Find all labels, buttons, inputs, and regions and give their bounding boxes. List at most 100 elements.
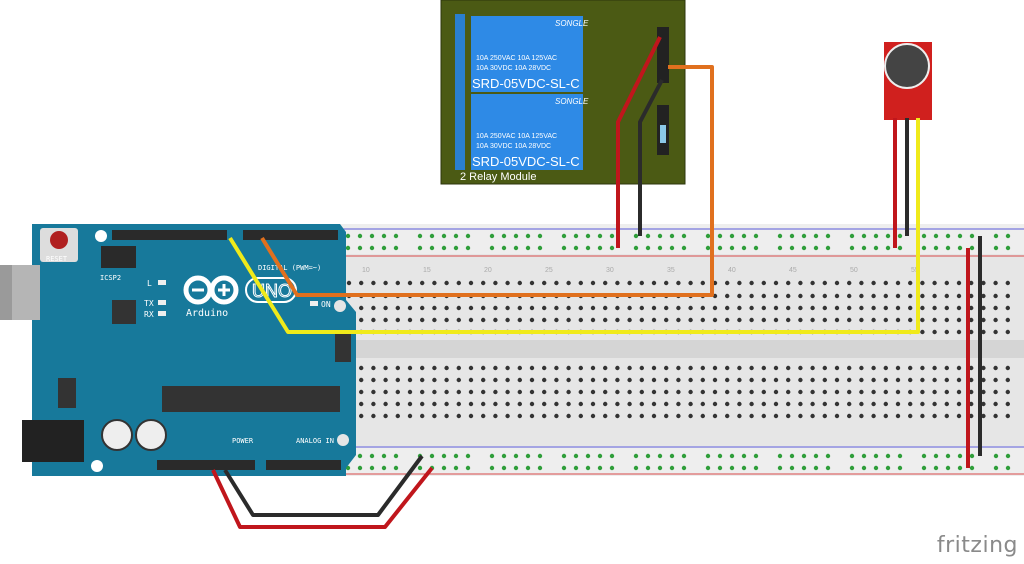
breadboard-hole bbox=[505, 365, 510, 371]
breadboard-hole bbox=[969, 413, 974, 419]
wires bbox=[211, 36, 982, 529]
reset-label: RESET bbox=[46, 255, 68, 263]
rail-hole bbox=[453, 465, 459, 471]
breadboard-hole bbox=[639, 280, 644, 286]
breadboard-hole bbox=[664, 280, 669, 286]
rail-hole bbox=[729, 453, 735, 459]
breadboard-hole bbox=[944, 293, 949, 299]
breadboard-hole bbox=[822, 317, 827, 323]
breadboard-hole bbox=[639, 317, 644, 323]
breadboard-hole bbox=[566, 365, 571, 371]
wire-5v-arduino[interactable] bbox=[211, 466, 434, 529]
breadboard-hole bbox=[847, 305, 852, 311]
breadboard-hole bbox=[395, 401, 400, 407]
breadboard-hole bbox=[932, 377, 937, 383]
breadboard-hole bbox=[627, 317, 632, 323]
breadboard-hole bbox=[505, 377, 510, 383]
rail-hole bbox=[393, 233, 399, 239]
rail-hole bbox=[633, 465, 639, 471]
rail-hole bbox=[825, 465, 831, 471]
breadboard-hole bbox=[651, 317, 657, 323]
breadboard-hole bbox=[834, 389, 840, 395]
breadboard-hole bbox=[920, 377, 925, 383]
breadboard-hole bbox=[493, 377, 498, 383]
rail-hole bbox=[597, 453, 603, 459]
rail-hole bbox=[369, 453, 375, 459]
relay-k2-rating2: 10A 30VDC 10A 28VDC bbox=[476, 65, 551, 72]
breadboard-hole bbox=[371, 401, 376, 407]
breadboard-hole bbox=[847, 293, 852, 299]
rail-hole bbox=[585, 453, 591, 459]
breadboard-hole bbox=[883, 293, 888, 299]
breadboard-hole bbox=[908, 305, 913, 311]
rail-hole bbox=[777, 233, 783, 239]
breadboard-hole bbox=[359, 317, 364, 323]
rail-hole bbox=[609, 465, 615, 471]
breadboard-hole bbox=[737, 413, 742, 419]
breadboard-hole bbox=[688, 317, 693, 323]
column-number: 45 bbox=[789, 267, 797, 274]
breadboard-hole bbox=[590, 280, 596, 286]
breadboard-hole bbox=[432, 413, 437, 419]
breadboard-hole bbox=[834, 280, 840, 286]
breadboard-hole bbox=[468, 401, 474, 407]
breadboard-hole bbox=[432, 280, 437, 286]
breadboard-hole bbox=[969, 365, 974, 371]
breadboard-hole bbox=[566, 401, 571, 407]
wire-gnd-arduino[interactable] bbox=[223, 454, 424, 517]
breadboard-hole bbox=[871, 280, 876, 286]
breadboard-hole bbox=[761, 401, 766, 407]
breadboard-hole bbox=[847, 413, 852, 419]
breadboard-hole bbox=[420, 401, 425, 407]
wire-relay-signal[interactable] bbox=[260, 65, 714, 297]
wire-relay-vcc[interactable] bbox=[616, 36, 662, 248]
wire-sensor-signal[interactable] bbox=[228, 118, 920, 334]
breadboard-hole bbox=[664, 389, 669, 395]
breadboard-hole bbox=[1005, 293, 1010, 299]
rail-hole bbox=[849, 465, 855, 471]
breadboard-hole bbox=[773, 305, 779, 311]
breadboard-hole bbox=[993, 317, 998, 323]
breadboard-hole bbox=[383, 401, 388, 407]
breadboard-hole bbox=[578, 377, 583, 383]
breadboard-hole bbox=[822, 365, 827, 371]
rail-hole bbox=[585, 233, 591, 239]
breadboard-hole bbox=[895, 401, 901, 407]
breadboard-hole bbox=[420, 365, 425, 371]
breadboard-hole bbox=[639, 305, 644, 311]
relay-k1 bbox=[471, 94, 583, 170]
rail-hole bbox=[513, 233, 519, 239]
rail-hole bbox=[789, 233, 795, 239]
rail-hole bbox=[849, 233, 855, 239]
breadboard-hole bbox=[468, 413, 474, 419]
breadboard-hole bbox=[371, 413, 376, 419]
breadboard-hole bbox=[798, 389, 803, 395]
breadboard-hole bbox=[359, 389, 364, 395]
breadboard-hole bbox=[871, 317, 876, 323]
rail-hole bbox=[441, 465, 447, 471]
breadboard-hole bbox=[969, 377, 974, 383]
voltage-regulator bbox=[58, 378, 76, 408]
rail-hole bbox=[813, 465, 819, 471]
breadboard-hole bbox=[627, 389, 632, 395]
breadboard-hole bbox=[920, 365, 925, 371]
rail-hole bbox=[789, 453, 795, 459]
rail-hole bbox=[417, 233, 423, 239]
center-channel bbox=[330, 340, 1024, 358]
wire-relay-gnd[interactable] bbox=[638, 79, 664, 236]
capacitor-1 bbox=[101, 419, 133, 451]
breadboard-hole bbox=[505, 413, 510, 419]
rail-hole bbox=[957, 233, 963, 239]
breadboard-hole bbox=[481, 280, 486, 286]
rail-hole bbox=[969, 245, 975, 251]
breadboard-hole bbox=[969, 401, 974, 407]
rail-hole bbox=[753, 233, 759, 239]
rail-hole bbox=[369, 233, 375, 239]
breadboard-hole bbox=[407, 280, 413, 286]
breadboard-hole bbox=[505, 317, 510, 323]
rail-hole bbox=[513, 245, 519, 251]
breadboard-hole bbox=[554, 305, 559, 311]
rail-hole bbox=[345, 245, 351, 251]
breadboard-hole bbox=[895, 305, 901, 311]
breadboard-hole bbox=[688, 365, 693, 371]
